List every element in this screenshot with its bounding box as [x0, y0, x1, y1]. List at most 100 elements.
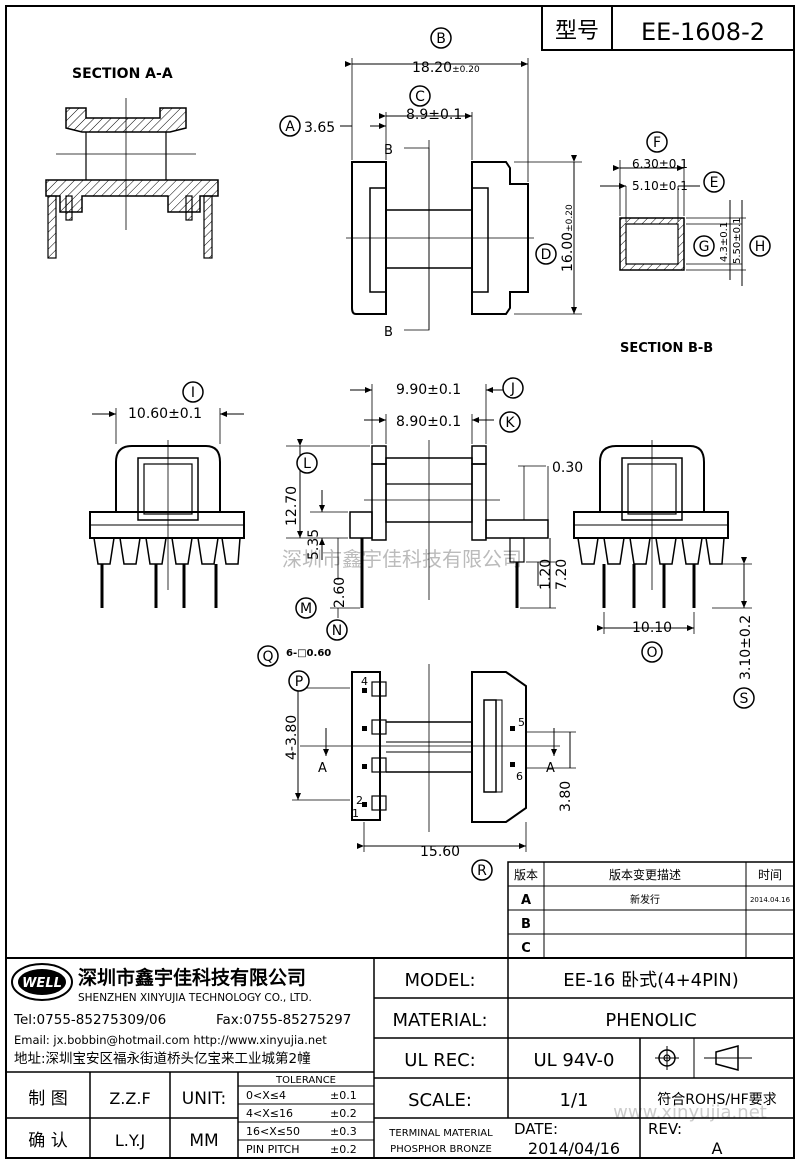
tol-range-2: 4<X≤16	[246, 1107, 293, 1120]
marker-p: P	[288, 670, 310, 692]
marker-label: Q	[262, 649, 273, 665]
marker-n: N	[326, 619, 348, 641]
tol-range-4: PIN PITCH	[246, 1143, 300, 1156]
tol-range-1: 0<X≤4	[246, 1089, 286, 1102]
dim-s: 3.10±0.2	[738, 615, 754, 680]
marker-m: M	[295, 597, 317, 619]
marker-label: P	[295, 674, 303, 690]
marker-g: G	[693, 235, 715, 257]
rev-header-version: 版本	[514, 868, 538, 882]
draw-label: 制 图	[28, 1089, 67, 1109]
material-label: MATERIAL:	[392, 1010, 487, 1031]
dim-j: 9.90±0.1	[396, 382, 461, 398]
reference-markers: A B C D E F G H I JK L M N O P Q R S	[182, 27, 771, 881]
marker-label: M	[300, 601, 312, 617]
scale-value: 1/1	[560, 1090, 589, 1111]
pin-4: 4	[361, 675, 368, 688]
dim-l: 12.70	[284, 486, 300, 526]
marker-q: Q	[257, 645, 279, 667]
section-a-a-title: SECTION A-A	[72, 66, 173, 82]
company-name-cn: 深圳市鑫宇佳科技有限公司	[78, 966, 306, 989]
dim-d: 16.00±0.20	[560, 204, 576, 272]
marker-h: H	[749, 235, 771, 257]
dim-m: 2.60	[332, 577, 348, 608]
tol-value-2: ±0.2	[330, 1107, 357, 1120]
check-value: L.Y.J	[115, 1131, 145, 1150]
dim-720: 7.20	[554, 559, 570, 590]
marker-label: F	[653, 135, 661, 151]
marker-label: G	[699, 239, 710, 255]
marker-label: D	[541, 247, 552, 263]
front-view: 9.90±0.1 8.90±0.1 0.30 12.70 5.35 2.60 1…	[284, 382, 583, 618]
marker-s: S	[733, 687, 755, 709]
marker-k: K	[499, 411, 521, 433]
section-b-b-view: 6.30±0.1 5.10±0.1 4.3±0.1 5.50±0.1 SECTI…	[600, 157, 746, 356]
dim-120: 1.20	[538, 559, 554, 590]
marker-e: E	[703, 171, 725, 193]
dim-535: 5.35	[306, 529, 322, 560]
rev-row-a-version: A	[521, 893, 531, 908]
section-mark-a-right: A	[546, 761, 555, 776]
model-label: MODEL:	[404, 970, 475, 991]
left-side-view: 10.60±0.1	[89, 406, 245, 608]
marker-d: D	[535, 243, 557, 265]
sheet-border	[5, 5, 795, 1159]
ulrec-label: UL REC:	[404, 1050, 475, 1071]
rev-value: A	[712, 1139, 723, 1158]
marker-label: B	[436, 31, 446, 47]
ulrec-value: UL 94V-0	[533, 1050, 614, 1071]
marker-c: C	[409, 85, 431, 107]
material-value: PHENOLIC	[605, 1010, 696, 1031]
rev-row-c-version: C	[521, 941, 531, 956]
marker-label: R	[477, 863, 487, 879]
company-tel: Tel:0755-85275309/06	[13, 1012, 166, 1028]
rev-row-b-version: B	[521, 917, 531, 932]
section-b-b-title: SECTION B-B	[620, 341, 713, 356]
terminal-material: TERMINAL MATERIAL	[388, 1128, 493, 1139]
top-view: B B 18.20±0.20 8.9±0.1 3.65 16.00±0.20	[304, 58, 582, 340]
dim-c: 8.9±0.1	[406, 107, 462, 123]
marker-l: L	[296, 452, 318, 474]
unit-value: MM	[189, 1131, 218, 1151]
marker-i: I	[182, 381, 204, 403]
dim-a: 3.65	[304, 120, 335, 136]
scale-label: SCALE:	[408, 1090, 472, 1111]
company-name-en: SHENZHEN XINYUJIA TECHNOLOGY CO., LTD.	[78, 992, 312, 1004]
bottom-view: A A 4 1 2 5 6 6-□0.60 4-3.80 3.80 15.60	[284, 648, 576, 860]
marker-label: E	[710, 175, 719, 191]
tol-value-3: ±0.3	[330, 1125, 357, 1138]
dim-p: 4-3.80	[284, 715, 300, 760]
projection-symbol-icon	[655, 1045, 752, 1071]
tolerance-title: TOLERANCE	[275, 1075, 336, 1086]
marker-label: I	[191, 385, 195, 401]
marker-o: O	[641, 641, 663, 663]
section-mark-a-left: A	[318, 761, 327, 776]
marker-f: F	[646, 131, 668, 153]
rev-header-date: 时间	[758, 868, 782, 882]
dim-h: 5.50±0.1	[732, 217, 743, 264]
dim-380: 3.80	[558, 781, 574, 812]
pin-6: 6	[516, 770, 523, 783]
marker-label: L	[303, 456, 311, 472]
tol-value-4: ±0.2	[330, 1143, 357, 1156]
dim-f: 6.30±0.1	[632, 157, 688, 171]
company-logo: WELL	[11, 963, 73, 1001]
rev-row-a-desc: 新发行	[630, 893, 660, 906]
tolerance-table: TOLERANCE 0<X≤4 ±0.1 4<X≤16 ±0.2 16<X≤50…	[238, 1075, 374, 1156]
marker-label: O	[646, 645, 657, 661]
marker-label: J	[510, 381, 515, 397]
pin-5: 5	[518, 716, 525, 729]
marker-j: J	[502, 377, 524, 399]
marker-a: A	[279, 115, 301, 137]
pin-2: 2	[356, 794, 363, 807]
marker-label: H	[755, 239, 766, 255]
revision-table: 版本 版本变更描述 时间 A 新发行 2014.04.16 B C	[507, 861, 795, 959]
draw-value: Z.Z.F	[109, 1089, 150, 1108]
marker-label: N	[332, 623, 342, 639]
marker-label: C	[415, 89, 425, 105]
section-a-a-view: SECTION A-A	[45, 66, 219, 259]
tol-value-1: ±0.1	[330, 1089, 357, 1102]
date-label: DATE:	[514, 1120, 558, 1138]
